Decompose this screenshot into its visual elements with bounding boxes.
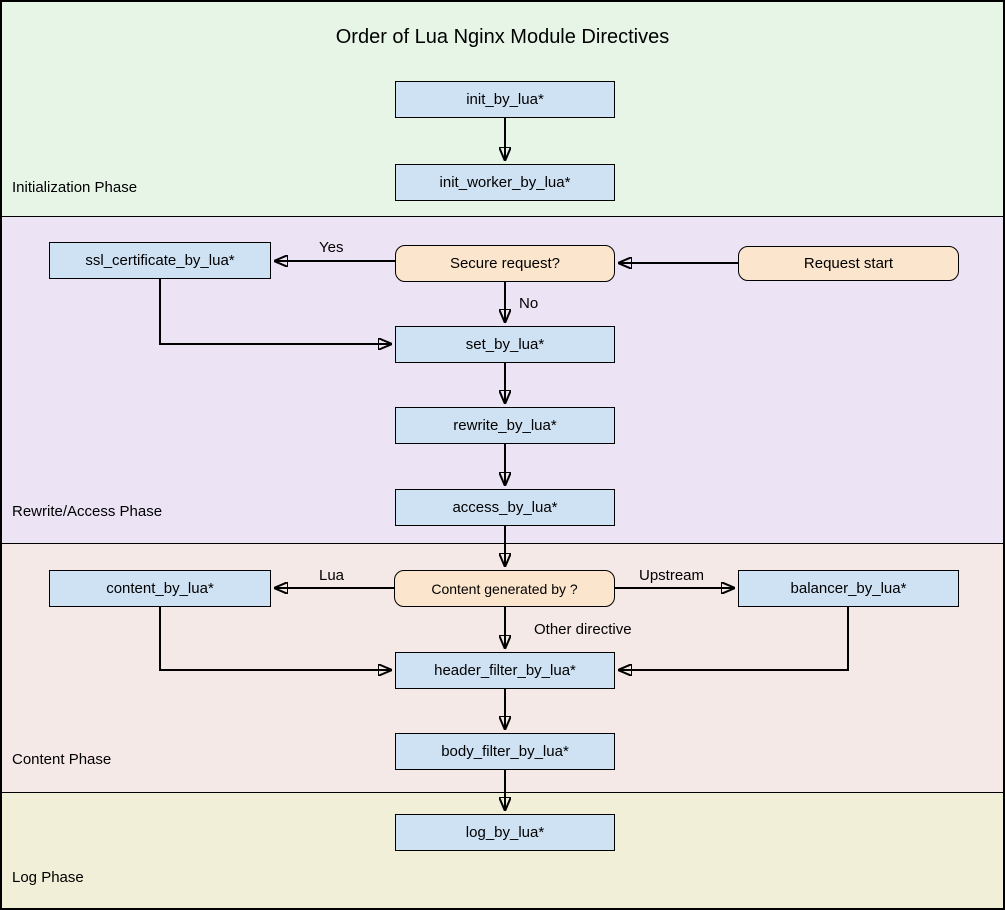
- diagram-title: Order of Lua Nginx Module Directives: [335, 26, 670, 48]
- edge-label-no: No: [519, 295, 539, 312]
- phase-label-content: Content Phase: [12, 751, 112, 768]
- node-request-start: Request start: [738, 246, 959, 281]
- node-secure-request: Secure request?: [395, 245, 615, 282]
- edge-label-lua: Lua: [319, 567, 345, 584]
- edge-label-upstream: Upstream: [639, 567, 705, 584]
- phase-label-log: Log Phase: [12, 869, 84, 886]
- node-log-by-lua: log_by_lua*: [395, 814, 615, 851]
- phase-label-initialization: Initialization Phase: [12, 179, 138, 196]
- node-rewrite-by-lua: rewrite_by_lua*: [395, 407, 615, 444]
- node-init-by-lua: init_by_lua*: [395, 81, 615, 118]
- edge-label-yes: Yes: [319, 239, 344, 256]
- node-body-filter-by-lua: body_filter_by_lua*: [395, 733, 615, 770]
- node-init-worker-by-lua: init_worker_by_lua*: [395, 164, 615, 201]
- node-set-by-lua: set_by_lua*: [395, 326, 615, 363]
- edge-label-other-directive: Other directive: [534, 621, 632, 638]
- node-ssl-certificate-by-lua: ssl_certificate_by_lua*: [49, 242, 271, 279]
- node-content-by-lua: content_by_lua*: [49, 570, 271, 607]
- node-header-filter-by-lua: header_filter_by_lua*: [395, 652, 615, 689]
- node-content-generated-by: Content generated by ?: [394, 570, 615, 607]
- node-balancer-by-lua: balancer_by_lua*: [738, 570, 959, 607]
- phase-label-rewrite-access: Rewrite/Access Phase: [12, 503, 163, 520]
- node-access-by-lua: access_by_lua*: [395, 489, 615, 526]
